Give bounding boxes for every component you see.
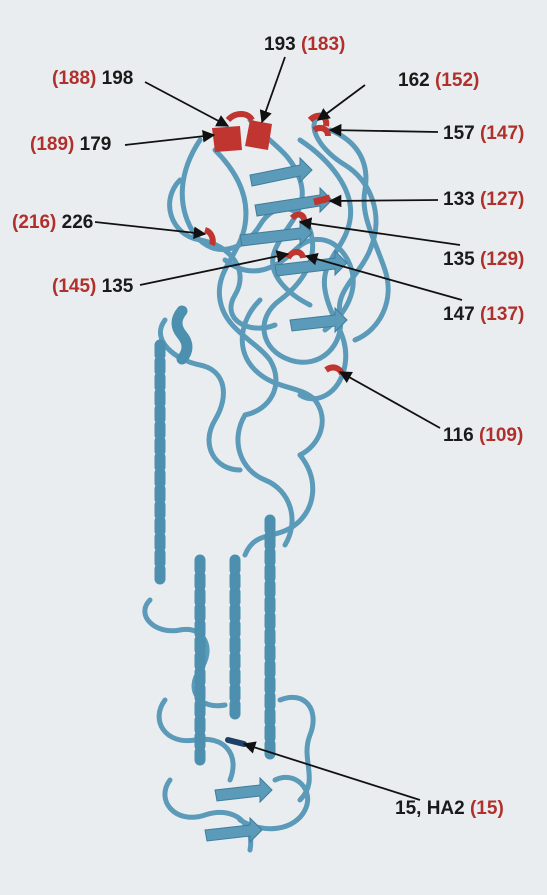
label-135-129: 135 (129)	[443, 249, 524, 270]
label-15-ha2: 15, HA2 (15)	[395, 798, 504, 819]
label-188-198: (188) 198	[52, 68, 133, 89]
label-193-183: 193 (183)	[264, 34, 345, 55]
label-116-109: 116 (109)	[443, 425, 523, 446]
label-162-152: 162 (152)	[398, 70, 479, 91]
label-133-127: 133 (127)	[443, 189, 524, 210]
residue-133-patch	[314, 198, 330, 202]
label-147-137: 147 (137)	[443, 304, 524, 325]
label-216-226: (216) 226	[12, 212, 93, 233]
residue-ha2-15-marker	[228, 740, 244, 744]
label-189-179: (189) 179	[30, 134, 111, 155]
residue-179-patch	[212, 126, 242, 152]
label-157-147: 157 (147)	[443, 123, 524, 144]
label-145-135: (145) 135	[52, 276, 134, 297]
